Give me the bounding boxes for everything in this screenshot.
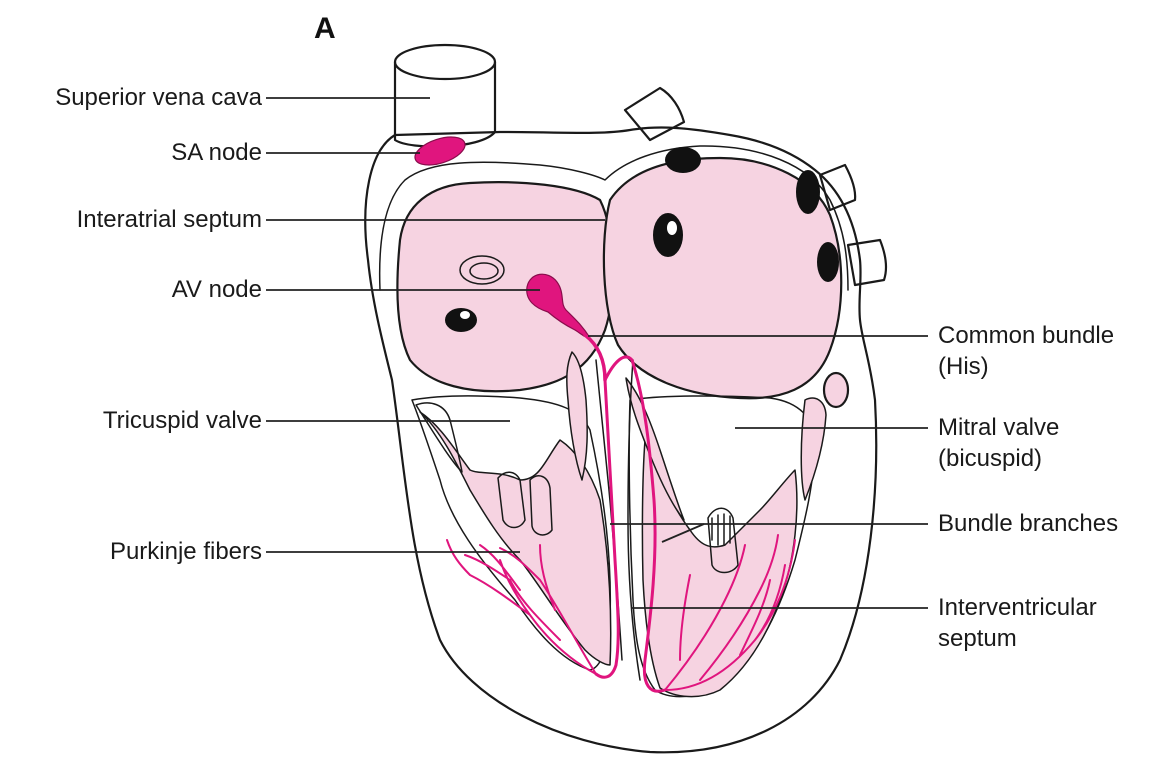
pulmonary-vessel-top [625, 88, 684, 140]
pulmonary-vessel-lower-right [848, 240, 886, 285]
label-common-bundle-line1: Common bundle [938, 320, 1114, 351]
label-bundle-branches: Bundle branches [938, 508, 1118, 539]
coronary-sinus-opening [445, 308, 477, 332]
label-mitral-valve: Mitral valve (bicuspid) [938, 412, 1059, 474]
figure-letter: A [314, 12, 336, 46]
label-purkinje-fibers: Purkinje fibers [110, 536, 262, 567]
pulmonary-opening-top-right [796, 170, 820, 214]
mitral-leaflet-right [801, 398, 826, 500]
label-mitral-valve-line2: (bicuspid) [938, 443, 1059, 474]
label-interventricular-septum-line1: Interventricular [938, 592, 1097, 623]
label-superior-vena-cava: Superior vena cava [55, 82, 262, 113]
label-mitral-valve-line1: Mitral valve [938, 412, 1059, 443]
opening-highlight-1 [667, 221, 677, 235]
aortic-valve [824, 373, 848, 407]
label-sa-node: SA node [171, 137, 262, 168]
label-common-bundle-line2: (His) [938, 351, 1114, 382]
label-interatrial-septum: Interatrial septum [77, 204, 262, 235]
label-tricuspid-valve: Tricuspid valve [103, 405, 262, 436]
label-interventricular-septum: Interventricular septum [938, 592, 1097, 654]
sa-node [412, 132, 469, 171]
label-interventricular-septum-line2: septum [938, 623, 1097, 654]
right-atrium [397, 182, 613, 391]
pulmonary-opening-right [817, 242, 839, 282]
opening-highlight-2 [460, 311, 470, 319]
pulmonary-opening-mid [653, 213, 683, 257]
pulmonary-opening-top-left [665, 147, 701, 173]
pulmonary-vessel-upper-right [820, 165, 855, 210]
label-common-bundle: Common bundle (His) [938, 320, 1114, 382]
lv-chordae [712, 514, 730, 545]
label-av-node: AV node [172, 274, 262, 305]
svc-opening [395, 45, 495, 79]
